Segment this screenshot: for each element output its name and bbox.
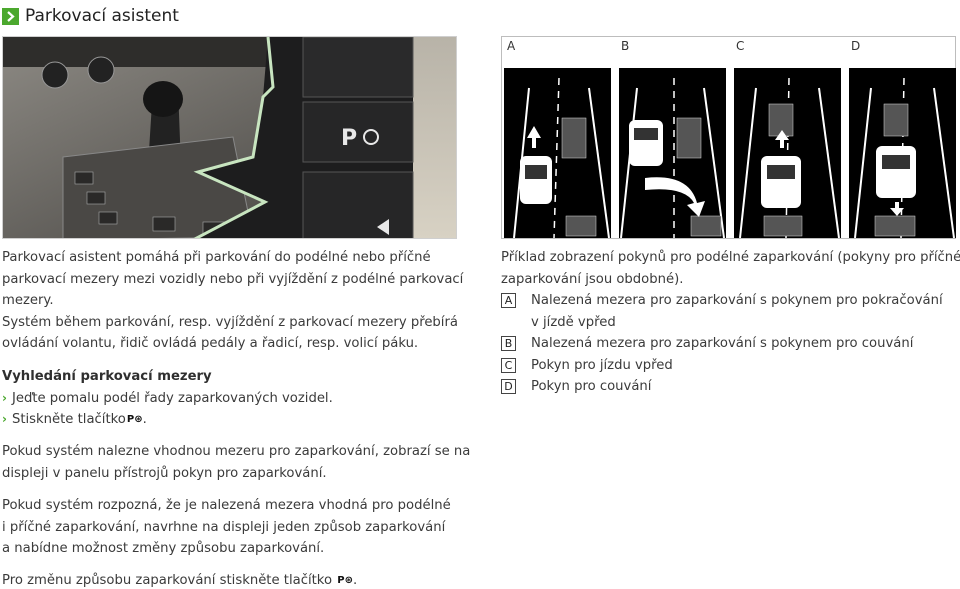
panel-label-b: B [621, 39, 630, 53]
legend-text: Nalezená mezera pro zaparkování s pokyne… [531, 293, 943, 308]
legend-key-c: C [501, 357, 516, 373]
panel-d-image [849, 68, 956, 238]
intro-line: mezery. [2, 293, 54, 308]
list-item-text: Jeďte pomalu podél řady zaparkovaných vo… [11, 390, 333, 406]
legend-item-d: D Pokyn pro couvání [501, 376, 959, 398]
panel-a-image [504, 68, 611, 238]
list-item: › Jeďte pomalu podél řady zaparkovaných … [2, 388, 333, 410]
paragraph-found-space: Pokud systém nalezne vhodnou mezeru pro … [2, 441, 470, 484]
legend-item-a: A Nalezená mezera pro zaparkování s poky… [501, 290, 959, 333]
panel-b-image [619, 68, 726, 238]
caption-line: zaparkování jsou obdobné). [501, 271, 684, 287]
panel-c-image [734, 68, 841, 238]
paragraph-line: i příčné zaparkování, navrhne na displej… [2, 519, 446, 535]
intro-line: ovládání volantu, řidič ovládá pedály a … [2, 336, 419, 351]
search-section: Vyhledání parkovací mezery › Jeďte pomal… [2, 366, 333, 431]
intro-line: Parkovací asistent pomáhá při parkování … [2, 250, 431, 265]
legend-key-a: A [501, 293, 516, 308]
console-photo: P [2, 36, 457, 239]
list-item: › Stiskněte tlačítko P⊛. [2, 409, 333, 431]
panel-label-c: C [736, 39, 745, 53]
section-heading: Vyhledání parkovací mezery [2, 369, 212, 384]
parking-instruction-figure: A B C D [501, 36, 956, 239]
paragraph-line: Pokud systém nalezne vhodnou mezeru pro … [2, 444, 471, 459]
park-button-glyph: P [341, 126, 357, 151]
intro-line: Systém během parkování, resp. vyjíždění … [2, 314, 458, 330]
paragraph-line: a nabídne možnost změny způsobu zaparkov… [2, 541, 325, 556]
figure-caption: Příklad zobrazení pokynů pro podélné zap… [501, 247, 960, 398]
paragraph-suggestion: Pokud systém rozpozná, že je nalezená me… [2, 495, 451, 560]
page-title: Parkovací asistent [25, 6, 179, 26]
title-bar: Parkovací asistent [2, 5, 179, 27]
sentence-end: . [352, 573, 358, 588]
paragraph-change-mode: Pro změnu způsobu zaparkování stiskněte … [2, 570, 357, 589]
paragraph-line: Pro změnu způsobu zaparkování stiskněte … [2, 573, 333, 588]
panel-label-a: A [507, 39, 516, 53]
panel-label-d: D [851, 39, 861, 53]
sentence-end: . [142, 412, 147, 427]
caption-line: Příklad zobrazení pokynů pro podélné zap… [501, 250, 960, 265]
legend-text: v jízdě vpřed [531, 314, 616, 330]
paragraph-line: Pokud systém rozpozná, že je nalezená me… [2, 498, 451, 513]
park-assist-button-icon: P⊛ [126, 414, 143, 425]
intro-line: parkovací mezery mezi vozidly nebo při v… [2, 271, 464, 287]
bullet-chevron-icon: › [2, 390, 7, 405]
paragraph-line: displeji v panelu přístrojů pokyn pro za… [2, 465, 327, 481]
legend-text: Pokyn pro jízdu vpřed [531, 357, 673, 373]
list-item-text: Stiskněte tlačítko [11, 412, 126, 427]
legend-item-b: B Nalezená mezera pro zaparkování s poky… [501, 333, 959, 355]
legend-text: Nalezená mezera pro zaparkování s pokyne… [531, 336, 914, 351]
chevron-right-icon [2, 7, 19, 25]
park-assist-button-icon: P⊛ [337, 575, 353, 586]
bullet-chevron-icon: › [2, 412, 7, 426]
legend-key-d: D [501, 379, 516, 394]
intro-paragraph: Parkovací asistent pomáhá při parkování … [2, 247, 463, 355]
legend-key-b: B [501, 336, 516, 351]
legend-text: Pokyn pro couvání [531, 379, 652, 394]
legend-item-c: C Pokyn pro jízdu vpřed [501, 355, 959, 377]
